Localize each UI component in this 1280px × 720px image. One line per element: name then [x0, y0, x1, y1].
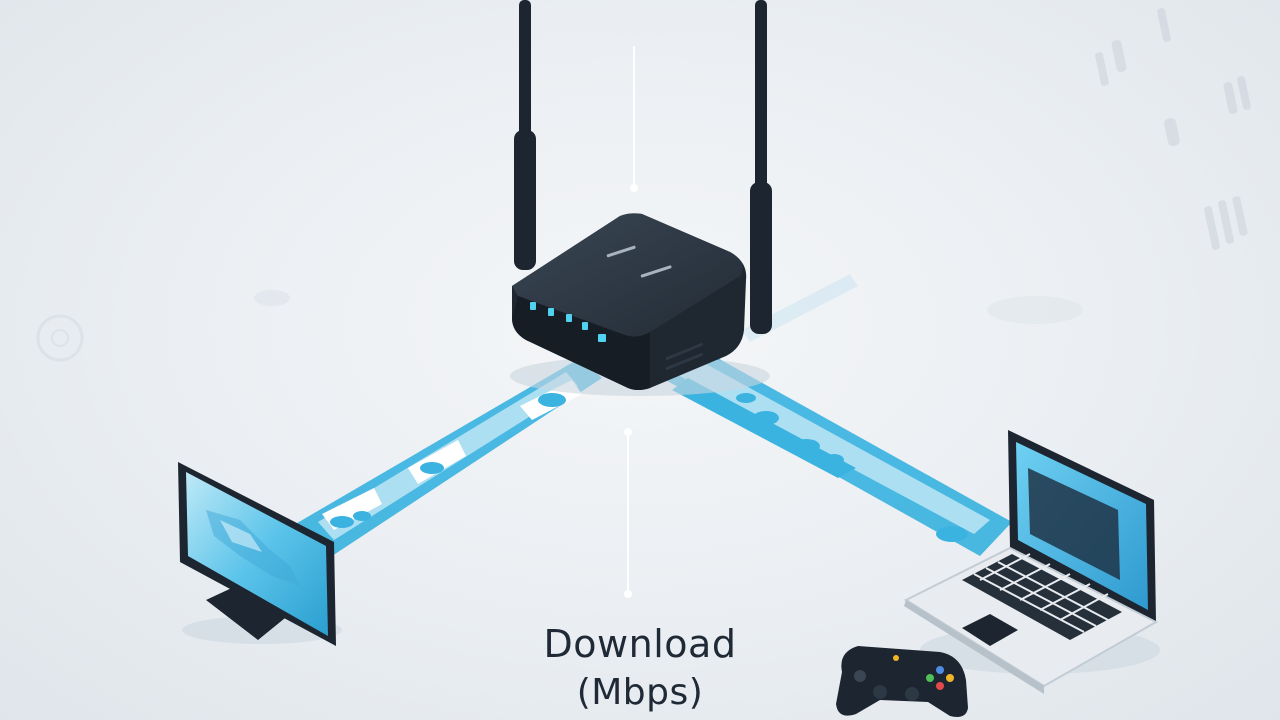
- gamepad-icon: [836, 646, 968, 717]
- monitor-icon: [178, 462, 342, 646]
- caption-unit: (Mbps): [576, 672, 704, 713]
- background-decor: [36, 8, 1251, 362]
- connection-to-laptop: [662, 356, 1012, 556]
- wifi-router-icon: [510, 0, 772, 396]
- laptop-icon: [903, 430, 1160, 694]
- caption-title: Download: [543, 622, 737, 666]
- binary-digits-icon: [1095, 8, 1251, 250]
- ring-decor-icon: [36, 314, 84, 362]
- connection-to-monitor: [292, 358, 602, 556]
- laptop-touchpad: [962, 614, 1018, 646]
- guide-line: [624, 46, 638, 598]
- antenna-left: [519, 0, 531, 140]
- antenna-right: [755, 0, 767, 190]
- monitor-stand: [206, 586, 290, 640]
- router-status-leds: [530, 302, 606, 342]
